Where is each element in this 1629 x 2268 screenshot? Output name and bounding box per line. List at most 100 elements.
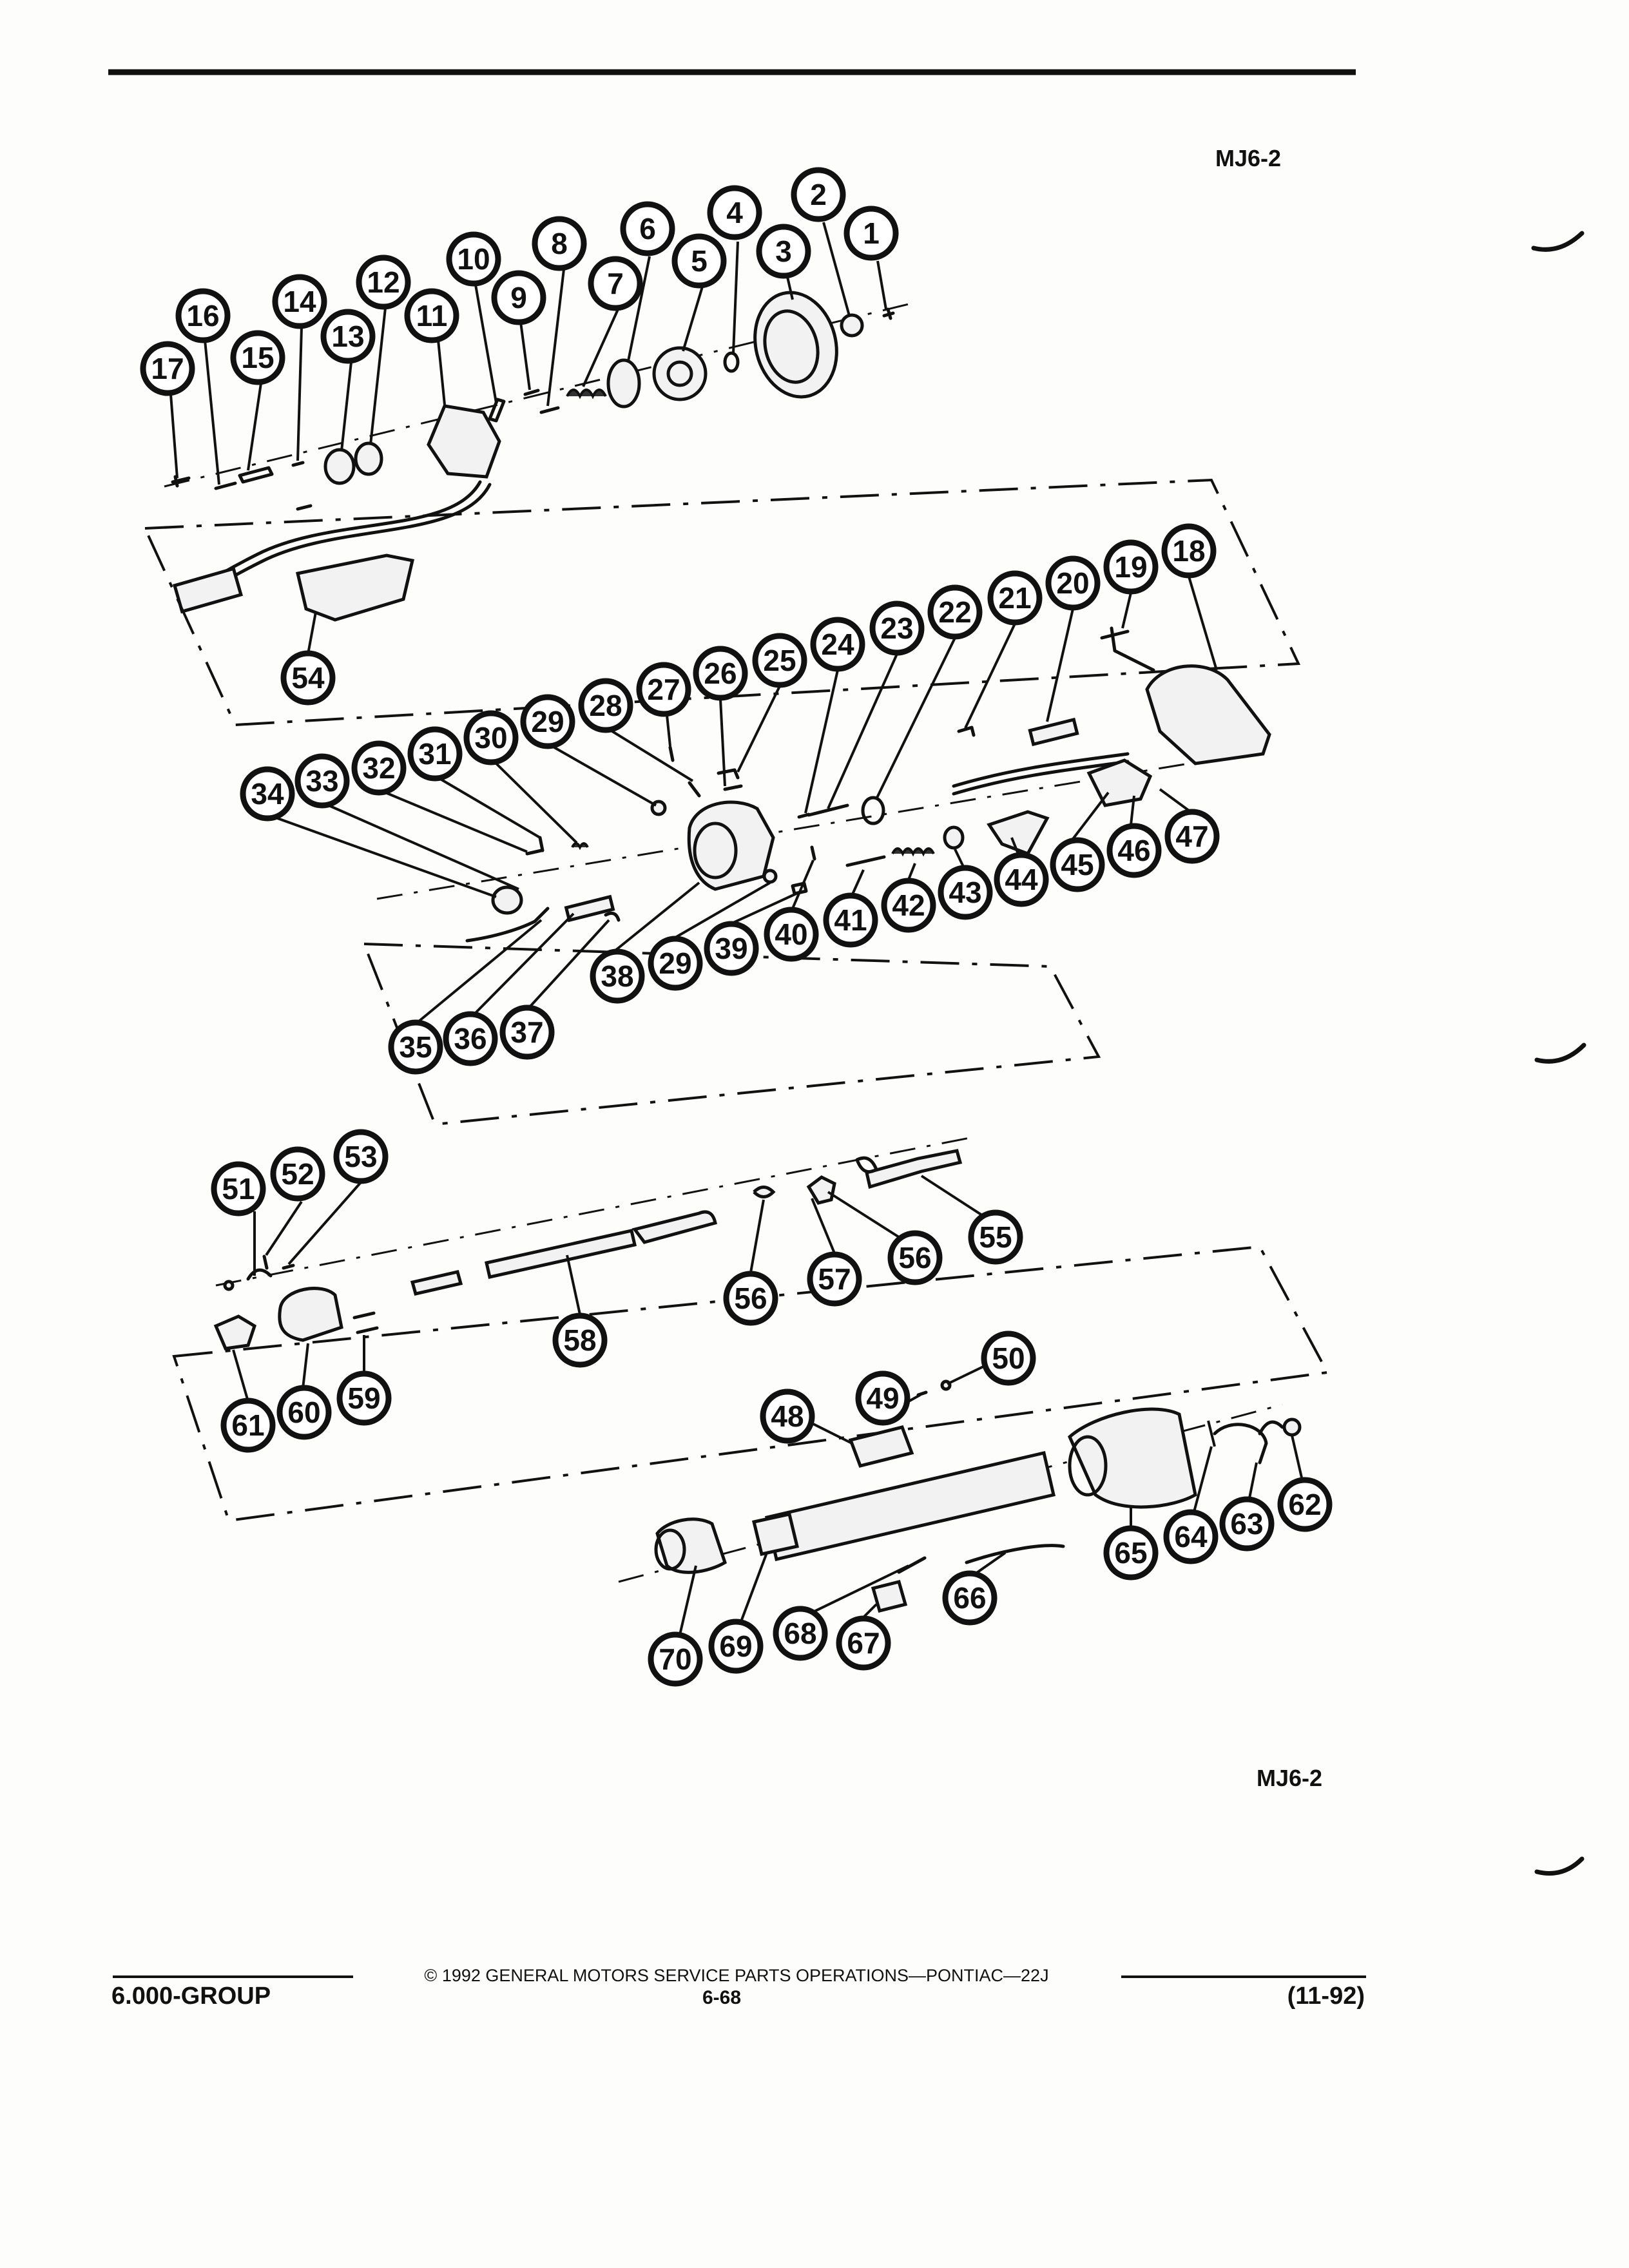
svg-text:29: 29: [659, 947, 691, 980]
svg-text:65: 65: [1114, 1536, 1147, 1570]
svg-text:45: 45: [1061, 848, 1094, 881]
svg-text:62: 62: [1288, 1488, 1321, 1521]
svg-text:31: 31: [418, 737, 451, 771]
footer-group: 6.000-GROUP: [111, 1983, 271, 2010]
group-outline-shaft: [172, 1245, 1330, 1523]
svg-text:18: 18: [1172, 534, 1205, 568]
housing-parts-group: [376, 626, 1271, 943]
svg-text:59: 59: [347, 1381, 380, 1415]
callout-32: 32: [351, 740, 407, 796]
callout-40: 40: [764, 907, 819, 962]
callout-70: 70: [648, 1631, 703, 1687]
callout-67: 67: [836, 1615, 891, 1671]
svg-text:3: 3: [775, 235, 792, 268]
leader-lines: [169, 222, 1306, 1644]
callout-45: 45: [1050, 837, 1105, 892]
callout-24: 24: [810, 617, 865, 672]
binding-mark-3: [1534, 1856, 1585, 1876]
svg-text:56: 56: [898, 1241, 931, 1274]
svg-text:56: 56: [734, 1282, 767, 1315]
callout-47: 47: [1164, 809, 1220, 864]
callout-59: 59: [336, 1370, 392, 1426]
callout-42: 42: [881, 878, 936, 933]
svg-text:46: 46: [1117, 834, 1150, 867]
svg-text:21: 21: [998, 581, 1031, 615]
callout-38: 38: [590, 948, 645, 1004]
callout-58: 58: [552, 1312, 608, 1368]
callout-3: 3: [756, 224, 811, 279]
shaft-parts-group: [213, 1136, 974, 1350]
jacket-parts-group: [618, 1379, 1302, 1613]
callout-20: 20: [1045, 555, 1101, 611]
svg-text:64: 64: [1174, 1520, 1208, 1553]
svg-text:17: 17: [151, 352, 184, 385]
callout-7: 7: [588, 256, 643, 311]
svg-text:57: 57: [818, 1262, 851, 1296]
callout-66: 66: [942, 1570, 998, 1626]
reference-code-bottom: MJ6-2: [1257, 1765, 1322, 1791]
footer-date: (11-92): [1287, 1983, 1365, 2010]
callout-1: 1: [843, 206, 899, 261]
svg-text:42: 42: [892, 889, 925, 922]
callout-6: 6: [620, 201, 675, 256]
callout-15: 15: [230, 330, 285, 385]
svg-text:35: 35: [399, 1030, 432, 1064]
svg-text:61: 61: [231, 1408, 264, 1442]
callout-43: 43: [938, 865, 993, 920]
callout-65: 65: [1103, 1525, 1159, 1581]
callout-30: 30: [463, 710, 519, 765]
callout-21: 21: [987, 570, 1043, 626]
callout-54: 54: [280, 650, 336, 706]
group-outline-housing: [362, 942, 1101, 1126]
svg-text:29: 29: [531, 705, 564, 738]
svg-text:51: 51: [222, 1172, 255, 1206]
svg-text:34: 34: [251, 777, 284, 811]
svg-text:6: 6: [639, 212, 656, 245]
callout-52: 52: [270, 1146, 325, 1202]
svg-text:44: 44: [1005, 863, 1038, 896]
footer-page-number: 6-68: [702, 1987, 741, 2008]
callout-51: 51: [211, 1161, 266, 1216]
svg-text:25: 25: [763, 644, 796, 677]
svg-text:36: 36: [454, 1022, 487, 1055]
callout-56-right: 56: [887, 1230, 943, 1285]
svg-text:53: 53: [344, 1140, 377, 1173]
callout-28: 28: [578, 678, 633, 733]
callout-13: 13: [320, 309, 376, 364]
svg-text:33: 33: [305, 764, 338, 798]
callout-39: 39: [704, 921, 759, 976]
callout-4: 4: [707, 185, 762, 240]
callout-11: 11: [404, 288, 459, 343]
svg-text:1: 1: [863, 216, 880, 250]
callout-63: 63: [1219, 1496, 1275, 1552]
callout-36: 36: [443, 1011, 498, 1066]
svg-text:32: 32: [362, 751, 395, 785]
svg-text:38: 38: [601, 959, 633, 993]
svg-text:4: 4: [726, 196, 743, 229]
callout-bubbles: 1 2 3 4 5 6 7 8 9 10 11 12 13 14 15 16 1…: [140, 167, 1333, 1687]
callout-49: 49: [855, 1370, 911, 1426]
footer-copyright: © 1992 GENERAL MOTORS SERVICE PARTS OPER…: [424, 1966, 1048, 1985]
svg-text:15: 15: [241, 341, 274, 374]
svg-text:11: 11: [416, 299, 448, 332]
callout-17: 17: [140, 341, 195, 396]
callout-29-lower: 29: [648, 936, 703, 991]
callout-9: 9: [491, 270, 546, 325]
callout-55: 55: [968, 1209, 1023, 1265]
callout-35: 35: [388, 1019, 443, 1075]
svg-text:49: 49: [866, 1381, 899, 1415]
svg-text:43: 43: [949, 876, 981, 909]
page-footer: © 1992 GENERAL MOTORS SERVICE PARTS OPER…: [111, 1966, 1366, 2010]
callout-33: 33: [294, 753, 350, 809]
callout-37: 37: [499, 1004, 555, 1060]
callout-62: 62: [1277, 1477, 1333, 1532]
callout-16: 16: [175, 288, 231, 343]
binding-mark-1: [1531, 231, 1585, 252]
callout-44: 44: [994, 852, 1049, 907]
svg-text:68: 68: [784, 1617, 816, 1650]
svg-text:5: 5: [691, 244, 708, 278]
svg-text:14: 14: [283, 285, 316, 318]
callout-57: 57: [807, 1251, 862, 1307]
